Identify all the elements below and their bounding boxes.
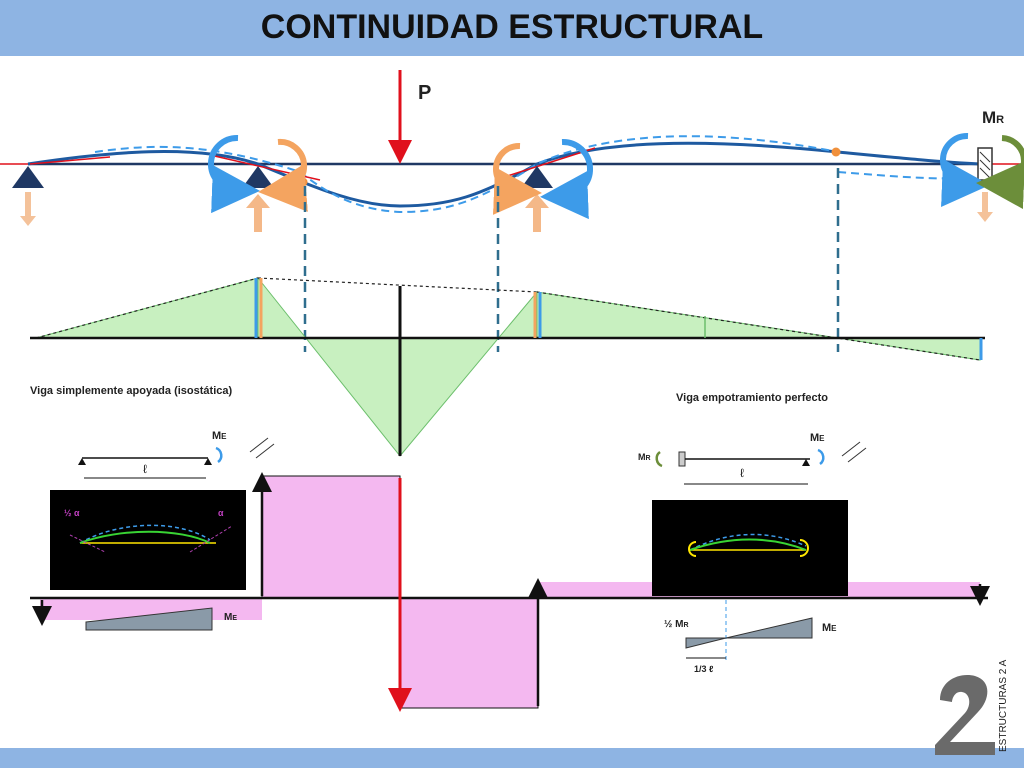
moment-orange-b-right [258,138,308,212]
left-me-label: ME [212,430,227,442]
moment-green-fixed [976,135,1024,209]
rme-sub: E [819,434,825,443]
deflected-shape-fixed-end [837,171,981,180]
moment-label-mr: MR [982,108,1004,128]
right-inset [652,441,867,660]
right-span-label: ℓ [740,466,744,480]
caption-simple-beam: Viga simplemente apoyada (isostática) [30,385,233,397]
rme-main: M [810,432,820,444]
load-label-p: P [418,82,432,104]
moment-orange-c-left [492,142,542,215]
mr-main: M [982,108,997,127]
reaction-arrow-a [20,192,36,226]
right-mr-label: MR [638,452,651,462]
right-third-span-label: 1/3 ℓ [694,664,714,674]
rmt-sub: E [831,624,837,633]
rmr-sub: R [645,455,651,462]
moment-diagram [30,276,985,457]
moment-blue-c-right [540,138,593,220]
left-me-main: M [212,430,222,442]
right-moment-triangle-neg [685,637,727,649]
left-me-sub: E [221,432,227,441]
left-triangle-label: ME [224,612,237,623]
reactions [20,192,993,232]
rmr-main: M [638,452,646,462]
inflection-point-3 [831,147,841,157]
page-title: CONTINUIDAD ESTRUCTURAL [260,8,764,46]
inflection-guides [303,168,840,352]
closing-line [257,277,538,293]
title-bar [0,0,1024,56]
left-moment-triangle [85,607,213,631]
moment-blue-b-left [208,134,260,214]
left-half-alpha: ½ α [64,508,80,518]
moment-area-span2 [257,276,538,457]
right-me-label: ME [810,432,825,444]
reaction-arrow-b [246,194,270,232]
lt-main: M [224,612,233,623]
right-me-triangle-label: ME [822,622,837,634]
left-inset-screen [50,490,246,590]
right-inset-screen [652,500,848,596]
deflected-shape-isostatic [94,135,839,214]
shear-area-3 [399,597,539,709]
left-inset [50,437,275,631]
shear-area-2 [261,475,401,599]
rmt-main: M [822,622,832,634]
reaction-arrow-fixed [977,192,993,222]
right-half-mr-label: ½ MR [664,619,689,630]
mr-sub: R [996,114,1005,126]
reaction-arrow-c [525,194,549,232]
course-logo [935,675,995,755]
moment-arrows [208,132,1024,220]
moment-blue-fixed [940,132,990,207]
right-moment-triangle-pos [725,617,813,639]
support-a [12,166,44,188]
course-logo-text: ESTRUCTURAS 2 A [998,659,1009,752]
caption-fixed-beam: Viga empotramiento perfecto [676,392,828,404]
rhm-sub: R [683,622,689,629]
rhm-main: ½ M [664,619,684,630]
tangent-left [29,156,111,165]
lt-sub: E [232,615,238,622]
footer-bar [0,748,1024,768]
left-alpha: α [218,508,224,518]
left-span-label: ℓ [143,462,147,476]
